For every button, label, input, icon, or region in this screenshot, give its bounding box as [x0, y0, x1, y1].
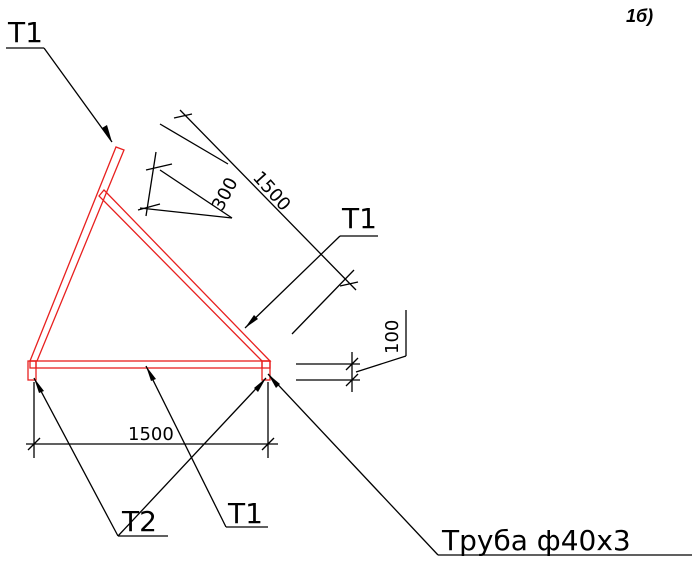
t1-top-leader — [43, 47, 113, 143]
t2-arrow-left — [34, 378, 44, 393]
label-t1-bottom: T1 — [227, 497, 263, 530]
dim-base-text: 1500 — [128, 424, 174, 445]
t1-bottom-arrow — [146, 366, 156, 381]
label-t1-top: T1 — [7, 16, 43, 49]
t1-bottom-leader — [145, 365, 227, 528]
end-plate-right — [261, 360, 271, 381]
dim-1500-ext-top — [159, 123, 229, 165]
dim-1500-line — [179, 109, 357, 291]
dim-1500-diag-text: 1500 — [248, 167, 294, 215]
t1-top-arrow — [102, 125, 112, 142]
dim-1500-ext-bottom — [291, 269, 355, 335]
dim-300-ext-bottom — [139, 207, 233, 219]
post-member — [29, 146, 125, 362]
dim-100-tick-top — [345, 357, 359, 371]
dim-1500-tick-bottom — [339, 281, 359, 287]
figure-label: 1б) — [626, 6, 653, 26]
dim-100-text: 100 — [382, 320, 403, 354]
dim-300-text: 300 — [208, 174, 243, 214]
dim-100-tick-bottom — [345, 373, 359, 387]
t2-arrow-right — [254, 378, 266, 392]
label-pipe: Труба ф40х3 — [441, 524, 631, 557]
dimension-lines — [26, 109, 407, 458]
pipe-leader — [267, 373, 439, 556]
t1-right-leader — [244, 235, 341, 329]
bottom-chord — [29, 360, 271, 369]
leader-lines — [6, 47, 692, 556]
dim-base-tick-right — [261, 437, 275, 451]
dim-300-ext-top — [159, 169, 233, 219]
end-plate-left — [27, 360, 37, 381]
dim-1500-tick-top — [173, 113, 193, 119]
pipe-arrow — [268, 374, 280, 388]
t1-right-arrow — [245, 315, 258, 328]
t2-leader-left — [33, 377, 119, 537]
label-t2: T2 — [121, 505, 157, 538]
t2-leader-right — [117, 377, 267, 537]
dim-300-line — [145, 151, 157, 217]
dim-100-leader — [355, 355, 407, 373]
truss-members — [27, 146, 272, 381]
dim-base-tick-left — [27, 437, 41, 451]
diagonal-brace — [98, 189, 272, 362]
label-t1-right: T1 — [341, 202, 377, 235]
dim-300-tick-bottom — [137, 203, 161, 211]
dim-300-tick-top — [145, 163, 173, 171]
